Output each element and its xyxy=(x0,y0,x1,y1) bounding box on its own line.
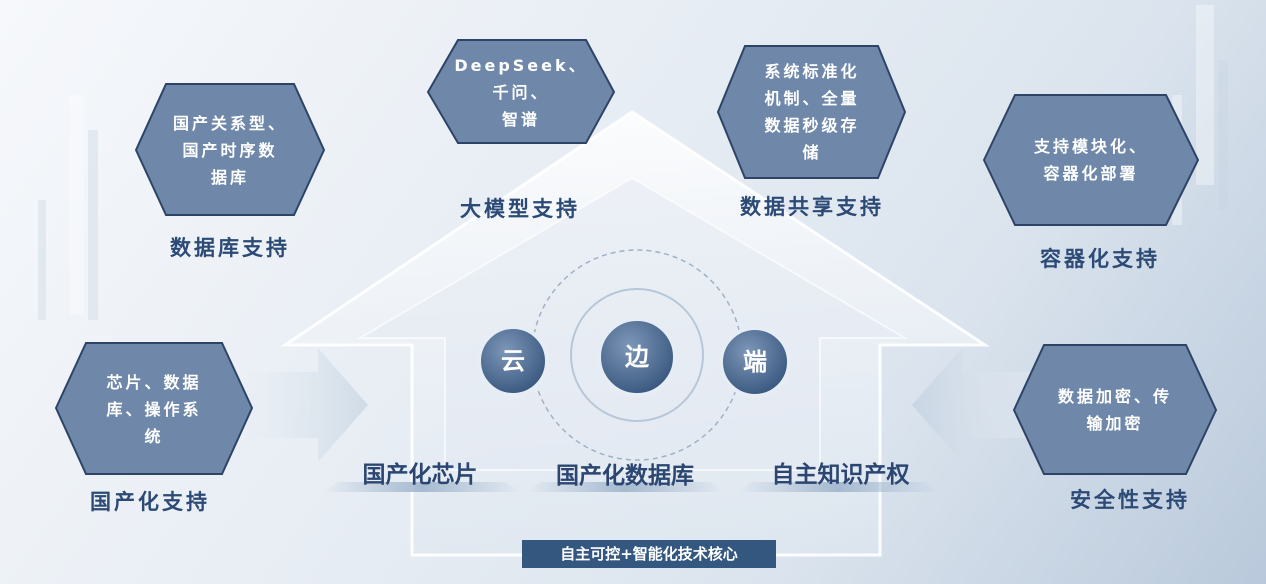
core-label-database: 国产化数据库 xyxy=(556,463,694,489)
label-sharing-support: 数据共享支持 xyxy=(740,195,884,219)
hexagon-security xyxy=(1012,344,1218,475)
hexagon-localization-text: 芯片、数据 库、操作系 统 xyxy=(106,372,202,446)
end-text: 端 xyxy=(743,348,767,376)
label-container-support: 容器化支持 xyxy=(1040,247,1160,271)
hexagon-llm-text: DeepSeek、 千问、 智谱 xyxy=(454,55,588,129)
label-database-support: 数据库支持 xyxy=(170,236,290,260)
banner-bg xyxy=(522,540,776,568)
end-circle xyxy=(719,326,791,398)
hexagon-sharing xyxy=(716,45,907,179)
hexagon-database xyxy=(134,83,326,216)
label-localization-support: 国产化支持 xyxy=(90,490,210,514)
hexagon-security-text: 数据加密、传 输加密 xyxy=(1057,387,1172,433)
hexagon-database-text: 国产关系型、 国产时序数 据库 xyxy=(172,113,287,187)
hexagon-container-text: 支持模块化、 容器化部署 xyxy=(1033,137,1148,183)
label-strips xyxy=(322,482,940,492)
hexagon-sharing-text: 系统标准化 机制、全量 数据秒级存 储 xyxy=(764,62,860,162)
cloud-circle xyxy=(477,325,549,397)
cloud-text: 云 xyxy=(501,347,525,375)
edge-circle xyxy=(597,317,677,397)
hexagon-container xyxy=(982,94,1200,226)
hexagon-localization xyxy=(54,342,254,475)
edge-text: 边 xyxy=(625,343,649,371)
label-security-support: 安全性支持 xyxy=(1070,488,1190,512)
banner-text: 自主可控+智能化技术核心 xyxy=(560,545,738,563)
core-label-ip: 自主知识产权 xyxy=(771,462,910,488)
hexagon-llm xyxy=(426,39,616,144)
label-llm-support: 大模型支持 xyxy=(460,197,580,221)
core-label-chip: 国产化芯片 xyxy=(362,462,478,488)
